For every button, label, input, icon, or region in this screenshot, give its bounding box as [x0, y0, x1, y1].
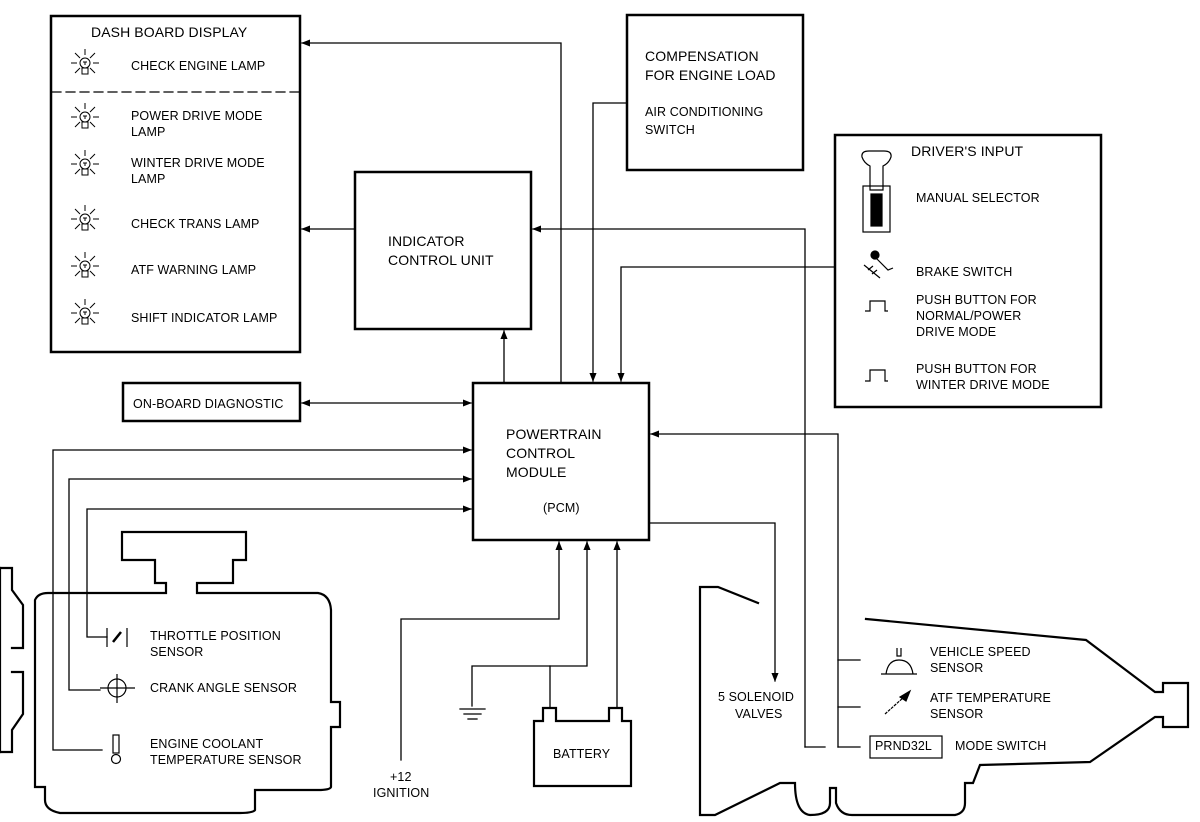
- wire-pcm-to-dashboard: [301, 39, 562, 384]
- pcm-label: MODULE: [506, 464, 567, 480]
- wire-trans-sensors-to-pcm: [650, 430, 839, 748]
- lamp-label: SHIFT INDICATOR LAMP: [131, 311, 278, 325]
- speed-sensor-label: VEHICLE SPEED: [930, 645, 1031, 659]
- obd-box: [121, 381, 302, 423]
- wire-ac-to-pcm: [589, 102, 628, 382]
- manual-selector-icon: [861, 150, 892, 233]
- wire-ground: [471, 541, 591, 707]
- wire-crank-to-pcm: [68, 475, 472, 691]
- ac-switch-label: AIR CONDITIONING: [645, 105, 764, 119]
- speed-sensor-icon: [881, 648, 917, 675]
- throttle-sensor-label: SENSOR: [150, 645, 204, 659]
- atf-temp-sensor-label: ATF TEMPERATURE: [930, 691, 1051, 705]
- solenoid-label: 5 SOLENOID: [718, 690, 795, 704]
- wire-brake-to-pcm: [617, 266, 836, 382]
- crank-angle-sensor-label: CRANK ANGLE SENSOR: [150, 681, 297, 695]
- icu-label: INDICATOR: [388, 233, 465, 249]
- battery-label: BATTERY: [553, 747, 611, 761]
- battery-shape: [532, 706, 633, 788]
- lamp-icon: [71, 103, 99, 129]
- pcm-abbr: (PCM): [543, 501, 580, 515]
- icu-label: CONTROL UNIT: [388, 252, 494, 268]
- compensation-title: COMPENSATION: [645, 48, 759, 64]
- compensation-box: [625, 13, 805, 172]
- drivers-input-box: [833, 133, 1103, 409]
- mode-switch-code: PRND32L: [875, 739, 932, 753]
- mode-switch-label: MODE SWITCH: [955, 739, 1047, 753]
- atf-temp-sensor-label: SENSOR: [930, 707, 984, 721]
- ignition-label: +12: [390, 770, 412, 784]
- wire-throttle-to-pcm: [86, 505, 472, 638]
- wire-modeswitch-to-icu: [532, 225, 806, 748]
- lamp-label: ATF WARNING LAMP: [131, 263, 257, 277]
- coolant-sensor-label: ENGINE COOLANT: [150, 737, 264, 751]
- transmission-outline: [698, 585, 1190, 817]
- lamp-icon: [71, 252, 99, 278]
- ac-switch-label: SWITCH: [645, 123, 695, 137]
- dashboard-title: DASH BOARD DISPLAY: [91, 24, 248, 40]
- indicator-control-unit-box: [353, 170, 533, 331]
- dashboard-box: [49, 14, 302, 354]
- lamp-label: LAMP: [131, 172, 166, 186]
- wire-ignition: [400, 541, 563, 761]
- crank-angle-sensor-icon: [100, 674, 135, 703]
- speed-sensor-label: SENSOR: [930, 661, 984, 675]
- temp-probe-icon: [884, 689, 912, 715]
- push-button-power-label: PUSH BUTTON FOR: [916, 293, 1037, 307]
- brake-switch-label: BRAKE SWITCH: [916, 265, 1013, 279]
- lamp-label: LAMP: [131, 125, 166, 139]
- lamp-icon: [71, 150, 99, 176]
- lamp-label: CHECK TRANS LAMP: [131, 217, 260, 231]
- push-button-icon: [865, 369, 888, 382]
- push-button-winter-label: PUSH BUTTON FOR: [916, 362, 1037, 376]
- ground-icon: [459, 708, 486, 720]
- push-button-winter-label: WINTER DRIVE MODE: [916, 378, 1050, 392]
- brake-switch-icon: [863, 250, 894, 279]
- lamp-label: WINTER DRIVE MODE: [131, 156, 265, 170]
- lamp-icon: [71, 205, 99, 231]
- engine-outline: [0, 530, 342, 815]
- wire-pcm-to-solenoids: [648, 522, 779, 682]
- compensation-title: FOR ENGINE LOAD: [645, 67, 776, 83]
- pcm-label: CONTROL: [506, 445, 576, 461]
- lamp-icon: [71, 299, 99, 325]
- push-button-power-label: NORMAL/POWER: [916, 309, 1022, 323]
- mode-switch-box: [869, 735, 943, 759]
- drivers-input-title: DRIVER'S INPUT: [911, 143, 1024, 159]
- coolant-sensor-label: TEMPERATURE SENSOR: [150, 753, 302, 767]
- ignition-label: IGNITION: [373, 786, 430, 800]
- lamp-label: CHECK ENGINE LAMP: [131, 59, 266, 73]
- manual-selector-label: MANUAL SELECTOR: [916, 191, 1040, 205]
- lamp-icon: [71, 49, 99, 75]
- throttle-sensor-label: THROTTLE POSITION: [150, 629, 281, 643]
- push-button-icon: [865, 300, 888, 312]
- thermometer-icon: [110, 734, 122, 765]
- lamp-label: POWER DRIVE MODE: [131, 109, 263, 123]
- pcm-label: POWERTRAIN: [506, 426, 602, 442]
- obd-label: ON-BOARD DIAGNOSTIC: [133, 397, 284, 411]
- throttle-sensor-icon: [106, 628, 128, 647]
- push-button-power-label: DRIVE MODE: [916, 325, 997, 339]
- solenoid-label: VALVES: [735, 707, 783, 721]
- wire-coolant-to-pcm: [52, 446, 472, 751]
